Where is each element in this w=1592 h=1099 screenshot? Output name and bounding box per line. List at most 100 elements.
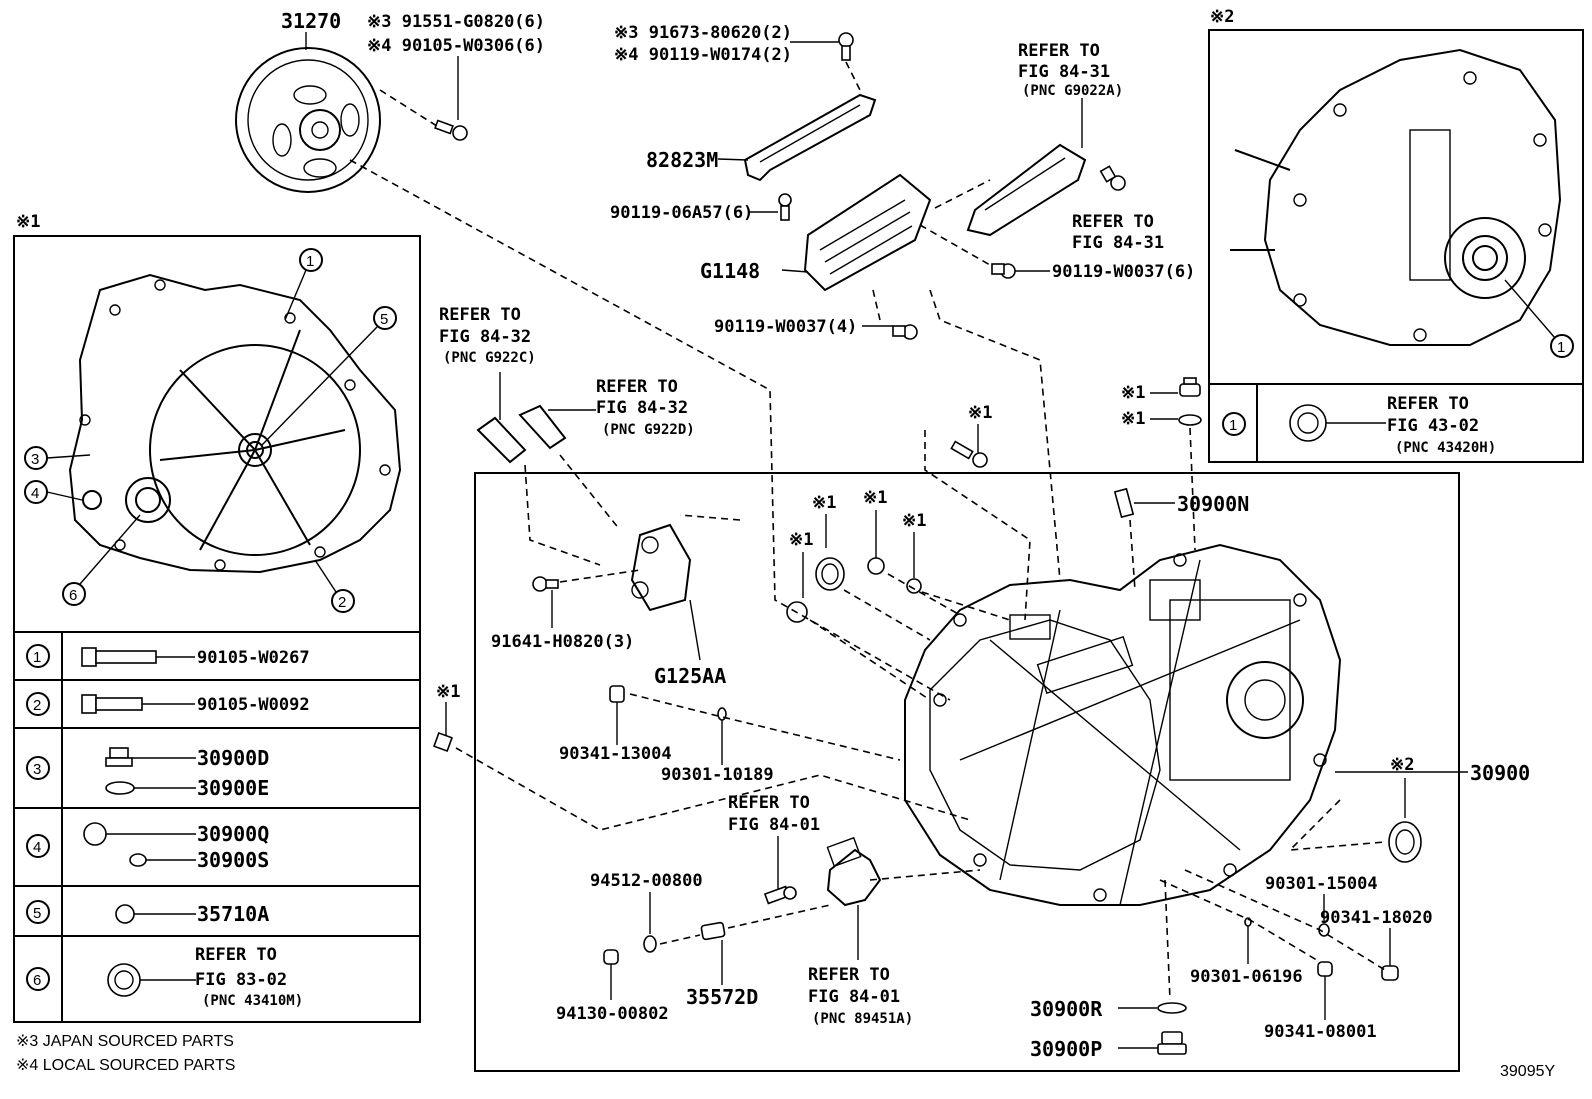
svg-text:3: 3 [33, 761, 41, 778]
refer-label: REFER TO [195, 945, 277, 965]
svg-text:※1: ※1 [902, 511, 926, 531]
part-G1148: G1148 [700, 259, 760, 283]
part-30900E: 30900E [197, 776, 269, 800]
inset-box-2: ※2 1 1 REFER TO FIG 43-02 ( [1208, 7, 1584, 463]
refer-43-02-pnc: (PNC 43420H) [1395, 440, 1496, 456]
bolt-91641 [532, 576, 559, 628]
part-30900S: 30900S [197, 848, 269, 872]
refer-84-32-d-line2: FIG 84-32 [596, 398, 688, 418]
part-30900P: 30900P [1030, 1037, 1102, 1061]
refer-84-01-b-line2: FIG 84-01 [808, 987, 900, 1007]
damper-bolt-local: ※4 90105-W0306(6) [367, 36, 545, 56]
svg-text:4: 4 [33, 839, 41, 856]
part-90341-18020: 90341-18020 [1320, 908, 1433, 928]
hoses-drawing [476, 372, 596, 464]
footnote-local: ※4 LOCAL SOURCED PARTS [16, 1057, 235, 1074]
refer-84-31-a-line1: REFER TO [1018, 41, 1100, 61]
part-91641-H0820: 91641-H0820(3) [491, 632, 634, 652]
part-90341-13004: 90341-13004 [559, 744, 672, 764]
transaxle-housing-front-drawing [68, 273, 402, 574]
main-assembly-box [474, 472, 1460, 1072]
part-90105-W0092: 90105-W0092 [197, 695, 310, 715]
box1-row-2: 2 90105-W0092 [26, 692, 310, 716]
svg-text:※1: ※1 [1121, 383, 1145, 403]
box2-title: ※2 [1210, 7, 1234, 27]
part-35572D: 35572D [686, 985, 758, 1009]
note-x1-left: ※1 [436, 682, 460, 702]
box1-row-1: 1 90105-W0267 [26, 644, 310, 668]
box1-row-6: 6 REFER TO FIG 83-02 (PNC 43410M) [26, 945, 303, 1009]
part-90301-06196: 90301-06196 [1190, 967, 1303, 987]
refer-84-32-d-pnc: (PNC G922D) [602, 422, 695, 438]
svg-text:※1: ※1 [812, 493, 836, 513]
control-unit-G1148-drawing [803, 173, 932, 292]
svg-text:4: 4 [31, 485, 39, 502]
bracket-82823M-drawing [743, 93, 877, 182]
part-G125AA: G125AA [654, 664, 726, 688]
footnote-japan: ※3 JAPAN SOURCED PARTS [16, 1033, 234, 1050]
svg-text:3: 3 [31, 451, 39, 468]
refer-43-02-line1: REFER TO [1387, 394, 1469, 414]
part-90301-10189: 90301-10189 [661, 765, 774, 785]
cover-G9022A-drawing [966, 143, 1087, 237]
note-x2: ※2 [1390, 755, 1414, 775]
part-94512-00800: 94512-00800 [590, 871, 703, 891]
box1-callouts: 1 2 3 4 5 6 [24, 248, 397, 613]
refer-pnc: (PNC 43410M) [202, 993, 303, 1009]
box1-row-5: 5 35710A [26, 900, 269, 926]
part-35710A: 35710A [197, 902, 269, 926]
flywheel-damper-drawing [235, 47, 381, 193]
bolt-w0037-4 [862, 324, 918, 340]
svg-text:1: 1 [306, 253, 314, 270]
part-90301-15004: 90301-15004 [1265, 874, 1378, 894]
refer-84-32-c-pnc: (PNC G922C) [443, 350, 536, 366]
inset-box-1: ※1 [13, 212, 421, 1023]
svg-text:※1: ※1 [1121, 409, 1145, 429]
refer-84-01-a-line1: REFER TO [728, 793, 810, 813]
part-30900: 30900 [1470, 761, 1530, 785]
bracket-bolt-japan: ※3 91673-80620(2) [614, 23, 792, 43]
cooler-G125AA-drawing [630, 523, 692, 612]
box1-title: ※1 [16, 212, 40, 232]
svg-text:5: 5 [33, 905, 41, 922]
refer-84-01-b-line1: REFER TO [808, 965, 890, 985]
sensor-89451A-drawing [826, 836, 882, 907]
refer-84-01-a-line2: FIG 84-01 [728, 815, 820, 835]
transaxle-assembly-drawing [904, 543, 1342, 906]
svg-text:2: 2 [33, 697, 41, 714]
refer-84-31-b-line2: FIG 84-31 [1072, 233, 1164, 253]
svg-text:6: 6 [69, 587, 77, 604]
svg-text:1: 1 [33, 649, 41, 666]
part-90341-08001: 90341-08001 [1264, 1022, 1377, 1042]
transaxle-housing-rear-drawing [1230, 48, 1562, 346]
svg-text:2: 2 [338, 594, 346, 611]
box2-callout: 1 [1557, 339, 1565, 356]
refer-84-32-d-line1: REFER TO [596, 377, 678, 397]
part-94130-00802: 94130-00802 [556, 1004, 669, 1024]
box1-row-4: 4 30900Q 30900S [26, 822, 269, 872]
part-30900N: 30900N [1177, 492, 1249, 516]
bolt-w0037-6 [991, 263, 1050, 279]
part-90105-W0267: 90105-W0267 [197, 648, 310, 668]
refer-84-31-a-line2: FIG 84-31 [1018, 62, 1110, 82]
note-x1-top: ※1 [968, 403, 992, 423]
part-30900R: 30900R [1030, 997, 1103, 1021]
bracket-bolt-local: ※4 90119-W0174(2) [614, 45, 792, 65]
refer-84-31-b-line1: REFER TO [1072, 212, 1154, 232]
box2-row-num: 1 [1229, 417, 1237, 434]
part-90119-W0037-4: 90119-W0037(4) [714, 317, 857, 337]
part-90119-06A57: 90119-06A57(6) [610, 203, 753, 223]
box1-row-3: 3 30900D 30900E [26, 746, 269, 800]
part-82823M: 82823M [646, 148, 718, 172]
damper-bolt [434, 56, 468, 141]
refer-84-31-a-pnc: (PNC G9022A) [1022, 83, 1123, 99]
part-30900Q: 30900Q [197, 822, 269, 846]
refer-84-32-c-line1: REFER TO [439, 305, 521, 325]
svg-text:5: 5 [380, 311, 388, 328]
part-90119-W0037-6: 90119-W0037(6) [1052, 262, 1195, 282]
svg-text:6: 6 [33, 972, 41, 989]
refer-84-32-c-line2: FIG 84-32 [439, 327, 531, 347]
part-30900D: 30900D [197, 746, 269, 770]
refer-84-01-b-pnc: (PNC 89451A) [812, 1011, 913, 1027]
